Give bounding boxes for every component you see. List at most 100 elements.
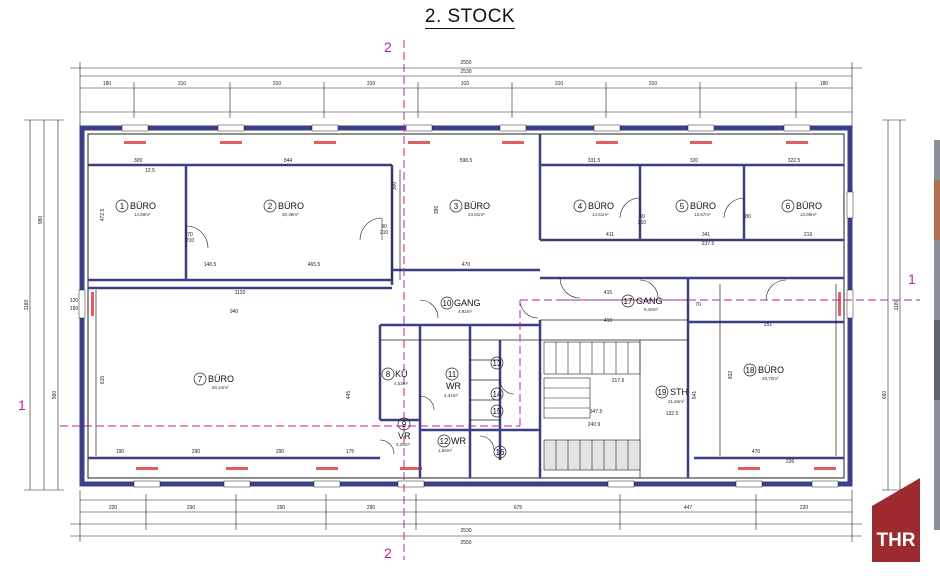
room-18-name: BÜRO [758, 365, 784, 375]
dim-bottom-seg-3: 290 [277, 505, 286, 511]
windows-top [121, 124, 811, 144]
room-5-name: BÜRO [690, 201, 716, 211]
room-labels: 1 BÜRO 14,60m² 2 BÜRO 30,38m² 3 BÜRO 23,… [115, 199, 822, 459]
dim-12: 12.5 [145, 168, 155, 174]
windows-side [78, 191, 854, 319]
dim-bottom-seg-2: 290 [187, 505, 196, 511]
dim-bottom-seg-1: 220 [109, 505, 118, 511]
dim-top-seg-8: 180 [820, 81, 829, 87]
room-7-area: 60,24m² [212, 385, 229, 390]
dim-bottom-seg-7: 220 [800, 505, 809, 511]
room-3-name: BÜRO [464, 201, 490, 211]
room-17-area: 9,48m² [644, 307, 659, 312]
room-19-name: STH [670, 387, 688, 397]
staircase [543, 341, 641, 471]
dim-height-left: 1180 [24, 299, 30, 310]
dim-411: 411 [606, 232, 614, 238]
dim-win-150: 150 [70, 306, 79, 312]
room-18: 18 BÜRO 29,70m² [743, 363, 784, 381]
room-8-area: 4,53m² [394, 381, 409, 386]
axis-label-1-left: 1 [18, 397, 26, 413]
room-2-area: 30,38m² [282, 212, 299, 217]
room-10-number: 10 [443, 299, 452, 308]
dim-300: 300 [392, 182, 398, 191]
dim-overall-top: 2550 [460, 60, 471, 66]
room-2: 2 BÜRO 30,38m² [263, 199, 304, 217]
thr-logo-icon [872, 478, 920, 562]
room-5-area: 13,67m² [694, 212, 711, 217]
logo-text: THR [876, 530, 916, 551]
room-19: 19 STH 21,84m² [655, 385, 688, 404]
dim-top-seg-3: 310 [273, 81, 282, 87]
dim-door-70b: 70 [695, 302, 701, 308]
room-12-number: 12 [440, 437, 449, 446]
room-11-name: WR [446, 381, 461, 391]
room-15: 15 [490, 404, 504, 418]
room-14: 14 [490, 387, 504, 401]
dim-148: 148.5 [204, 262, 217, 268]
dim-341: 341 [702, 232, 711, 238]
room-15-number: 15 [493, 407, 502, 416]
room-1-number: 1 [120, 202, 125, 211]
dim-inner-bottom: 2530 [460, 528, 471, 534]
dim-598: 598.5 [460, 158, 473, 164]
room-17-name: GANG [636, 296, 663, 306]
room-6-name: BÜRO [796, 201, 822, 211]
dim-right-660: 660 [882, 391, 888, 400]
room-4-name: BÜRO [588, 201, 614, 211]
dim-190: 190 [116, 449, 125, 455]
dim-410: 410 [604, 318, 613, 324]
dim-175: 175 [346, 449, 355, 455]
room-4-area: 14,51m² [592, 212, 609, 217]
dim-832: 832 [728, 371, 734, 380]
room-4-number: 4 [578, 202, 583, 211]
dim-322: 322.5 [788, 158, 801, 164]
room-12-area: 1,84m² [438, 448, 453, 453]
dim-290a: 290 [192, 449, 201, 455]
interior-walls [88, 134, 844, 478]
room-18-area: 29,70m² [762, 376, 779, 381]
dim-door-90: 90 [381, 224, 387, 230]
room-6-number: 6 [786, 202, 791, 211]
dim-251: 251 [764, 322, 773, 328]
room-1: 1 BÜRO 14,60m² [115, 199, 156, 217]
dim-door-210b: 210 [380, 230, 389, 236]
room-6-area: 13,99m² [800, 212, 817, 217]
room-18-number: 18 [746, 366, 755, 375]
room-13-number: 13 [493, 359, 502, 368]
dim-132: 132.5 [666, 411, 679, 417]
room-16: 16 [493, 445, 507, 459]
dim-top-seg-1: 180 [103, 81, 112, 87]
dim-217: 217.5 [612, 378, 625, 384]
room-1-name: BÜRO [130, 201, 156, 211]
room-11: 11 WR 4,34m² [444, 367, 461, 398]
room-6: 6 BÜRO 13,99m² [781, 199, 822, 217]
room-3: 3 BÜRO 23,61m² [449, 199, 490, 217]
dim-290b: 290 [276, 449, 285, 455]
dim-470a: 470 [462, 262, 471, 268]
room-19-number: 19 [658, 388, 667, 397]
room-9-name: VR [398, 431, 411, 441]
room-3-number: 3 [454, 202, 459, 211]
dim-347: 347.5 [590, 409, 603, 415]
dimension-lines [24, 62, 906, 542]
axis-label-2-bottom: 2 [384, 545, 392, 561]
dim-inner-top: 2530 [460, 69, 471, 75]
room-13: 13 [490, 356, 504, 370]
dim-615: 615 [100, 376, 106, 385]
dim-left-560: 560 [52, 391, 58, 400]
dim-309: 309 [134, 158, 143, 164]
room-2-name: BÜRO [278, 201, 304, 211]
room-4: 4 BÜRO 14,51m² [573, 199, 614, 217]
dim-height-right: 1180 [894, 299, 900, 310]
dim-win-120: 120 [70, 298, 79, 304]
dim-1120: 1120 [235, 290, 246, 296]
room-5-number: 5 [680, 202, 685, 211]
room-7: 7 BÜRO 60,24m² [193, 372, 234, 390]
room-11-area: 4,34m² [444, 393, 459, 398]
dim-left-980: 980 [38, 216, 44, 225]
axis-label-2-top: 2 [384, 39, 392, 55]
dim-470b: 470 [752, 449, 761, 455]
dim-445: 445 [346, 391, 352, 400]
